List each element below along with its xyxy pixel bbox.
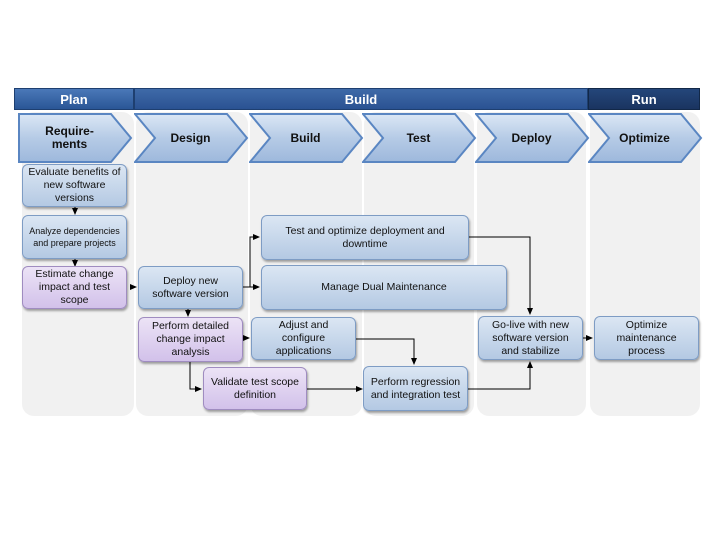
task-perform-detailed-label: Perform detailed change impact analysis <box>151 320 230 358</box>
task-deploy-new-version: Deploy new software version <box>138 266 243 309</box>
task-analyze-label: Analyze dependencies and prepare project… <box>29 226 120 248</box>
stage-chevron-optimize: Optimize <box>588 112 705 164</box>
stage-chevron-requirements: Require- ments <box>18 112 135 164</box>
arrow-deploy-testoptimize <box>243 234 260 288</box>
stage-chevron-test: Test <box>362 112 479 164</box>
stage-label-requirements: Require- ments <box>45 124 94 151</box>
phase-build-header: Build <box>134 88 588 110</box>
stage-label-build: Build <box>290 130 321 145</box>
task-estimate-change: Estimate change impact and test scope <box>22 266 127 309</box>
task-analyze-dependencies: Analyze dependencies and prepare project… <box>22 215 127 259</box>
task-validate-test-scope: Validate test scope definition <box>203 367 307 410</box>
stage-label-deploy: Deploy <box>511 130 552 145</box>
phase-plan-label: Plan <box>60 91 88 107</box>
arrow-perform-validate <box>189 362 202 392</box>
phase-run-label: Run <box>631 91 657 107</box>
stage-label-test: Test <box>406 130 431 145</box>
arrow-adjust-regression <box>356 338 417 365</box>
phase-plan-header: Plan <box>14 88 134 110</box>
task-optimize-process-label: Optimize maintenance process <box>616 318 677 357</box>
stage-chevron-build: Build <box>249 112 366 164</box>
stage-chevron-design: Design <box>134 112 251 164</box>
task-perform-detailed: Perform detailed change impact analysis <box>138 317 243 362</box>
task-validate-label: Validate test scope definition <box>211 375 299 401</box>
task-test-optimize-label: Test and optimize deployment and downtim… <box>285 224 445 250</box>
arrow-testoptimize-golive <box>469 236 533 315</box>
task-evaluate-label: Evaluate benefits of new software versio… <box>28 166 121 204</box>
task-evaluate-benefits: Evaluate benefits of new software versio… <box>22 164 127 207</box>
task-adjust-configure: Adjust and configure applications <box>251 317 356 360</box>
phase-run-header: Run <box>588 88 700 110</box>
arrow-regression-golive <box>468 361 533 390</box>
stage-chevron-deploy: Deploy <box>475 112 592 164</box>
task-regression-integration: Perform regression and integration test <box>363 366 468 411</box>
task-deploy-new-label: Deploy new software version <box>152 274 229 300</box>
phase-build-label: Build <box>344 91 378 107</box>
stage-label-optimize: Optimize <box>619 130 670 145</box>
task-optimize-maintenance: Optimize maintenance process <box>594 316 699 360</box>
task-adjust-label: Adjust and configure applications <box>275 319 332 357</box>
task-estimate-label: Estimate change impact and test scope <box>35 268 114 306</box>
task-test-optimize-deployment: Test and optimize deployment and downtim… <box>261 215 469 260</box>
task-golive-stabilize: Go-live with new software version and st… <box>478 316 583 360</box>
stage-label-design: Design <box>170 130 211 145</box>
task-golive-label: Go-live with new software version and st… <box>491 318 570 357</box>
task-regression-label: Perform regression and integration test <box>370 375 461 401</box>
task-dual-maintenance-label: Manage Dual Maintenance <box>321 281 447 293</box>
task-manage-dual-maintenance: Manage Dual Maintenance <box>261 265 507 310</box>
